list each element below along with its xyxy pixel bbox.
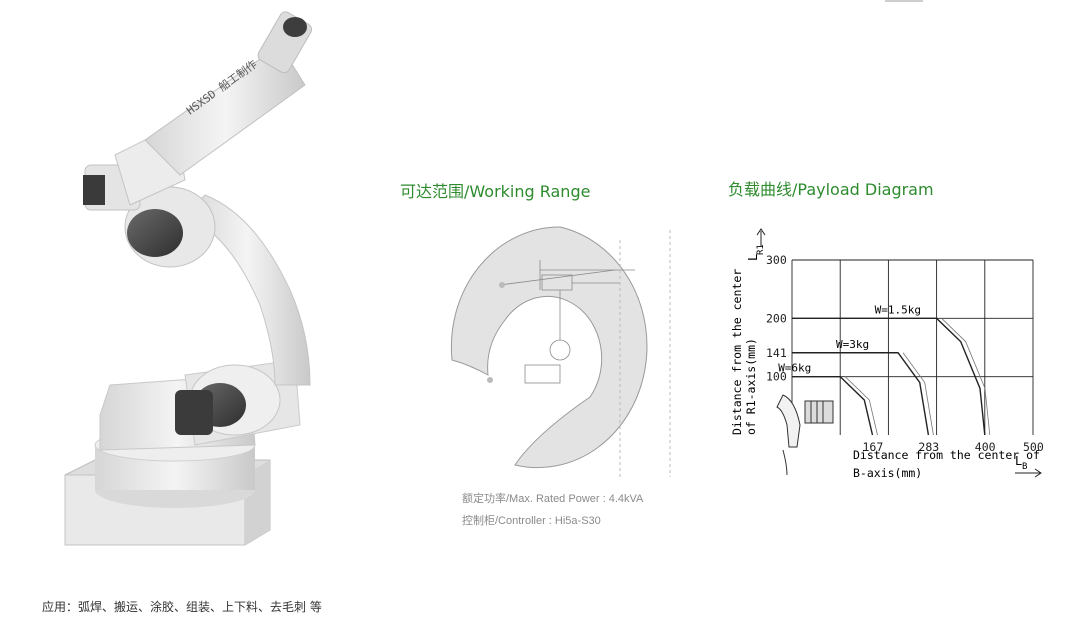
gripper-sketch [776,394,834,476]
payload-title: 负载曲线/Payload Diagram [728,180,934,199]
robot-arm-image: HSXSD 船工制作 [64,11,313,546]
x-axis-subscript: B [1022,462,1027,472]
y-axis-symbol: L [746,254,760,261]
y-axis-subscript: R1 [756,244,766,255]
x-axis-label-line1: Distance from the center of [853,448,1040,462]
x-tick-label: 400 [975,440,996,454]
payload-chart: L R1 Distance from the center of R1-axis… [730,228,1044,480]
payload-curve [792,317,986,436]
y-axis-label-line1: Distance from the center [730,269,744,435]
payload-curve-outline [902,352,934,436]
x-axis-symbol: L [1015,454,1022,468]
payload-curve [792,375,874,436]
curve-label: W=3kg [836,338,869,351]
payload-curve [792,352,930,436]
payload-curve-outline [941,318,991,436]
working-range-diagram [450,226,671,477]
payload-curve-outline [844,376,878,436]
top-divider [885,0,923,2]
x-tick-label: 500 [1023,440,1044,454]
y-tick-label: 100 [766,370,787,384]
working-range-title: 可达范围/Working Range [400,182,591,201]
curve-label: W=1.5kg [875,303,921,316]
y-tick-label: 300 [766,253,787,267]
y-tick-label: 141 [766,346,787,360]
x-tick-label: 167 [862,440,883,454]
spec-rated-power: 额定功率/Max. Rated Power : 4.4kVA [462,493,644,505]
curve-label: W=6kg [778,362,811,375]
spec-controller: 控制柜/Controller : Hi5a-S30 [462,515,601,527]
x-tick-label: 283 [918,440,939,454]
x-axis-label-line2: B-axis(mm) [853,466,922,480]
y-tick-label: 200 [766,311,787,325]
y-axis-label-line2: of R1-axis(mm) [744,338,758,435]
applications-footer: 应用：弧焊、搬运、涂胶、组装、上下料、去毛刺 等 [42,600,322,614]
